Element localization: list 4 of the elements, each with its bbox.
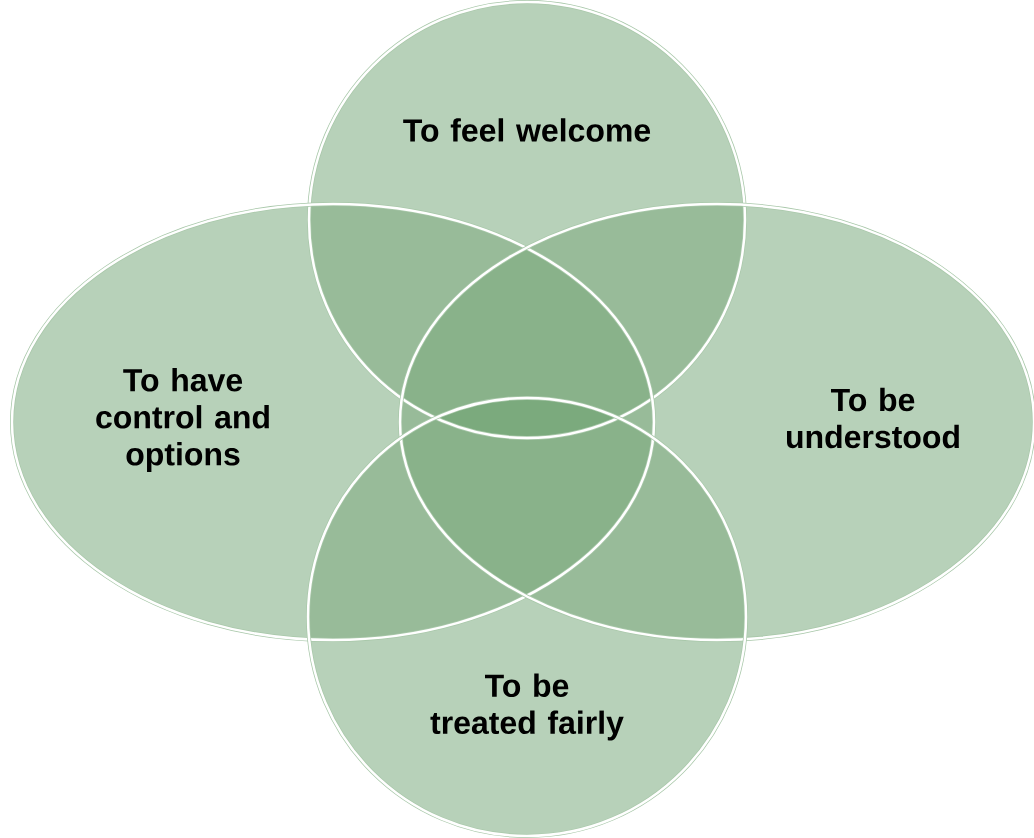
- venn-label: To be treated fairly: [430, 673, 624, 741]
- venn-label: To be understood: [787, 387, 959, 449]
- venn-label: To have control and options: [96, 368, 269, 472]
- venn-label: To feel welcome: [403, 118, 651, 142]
